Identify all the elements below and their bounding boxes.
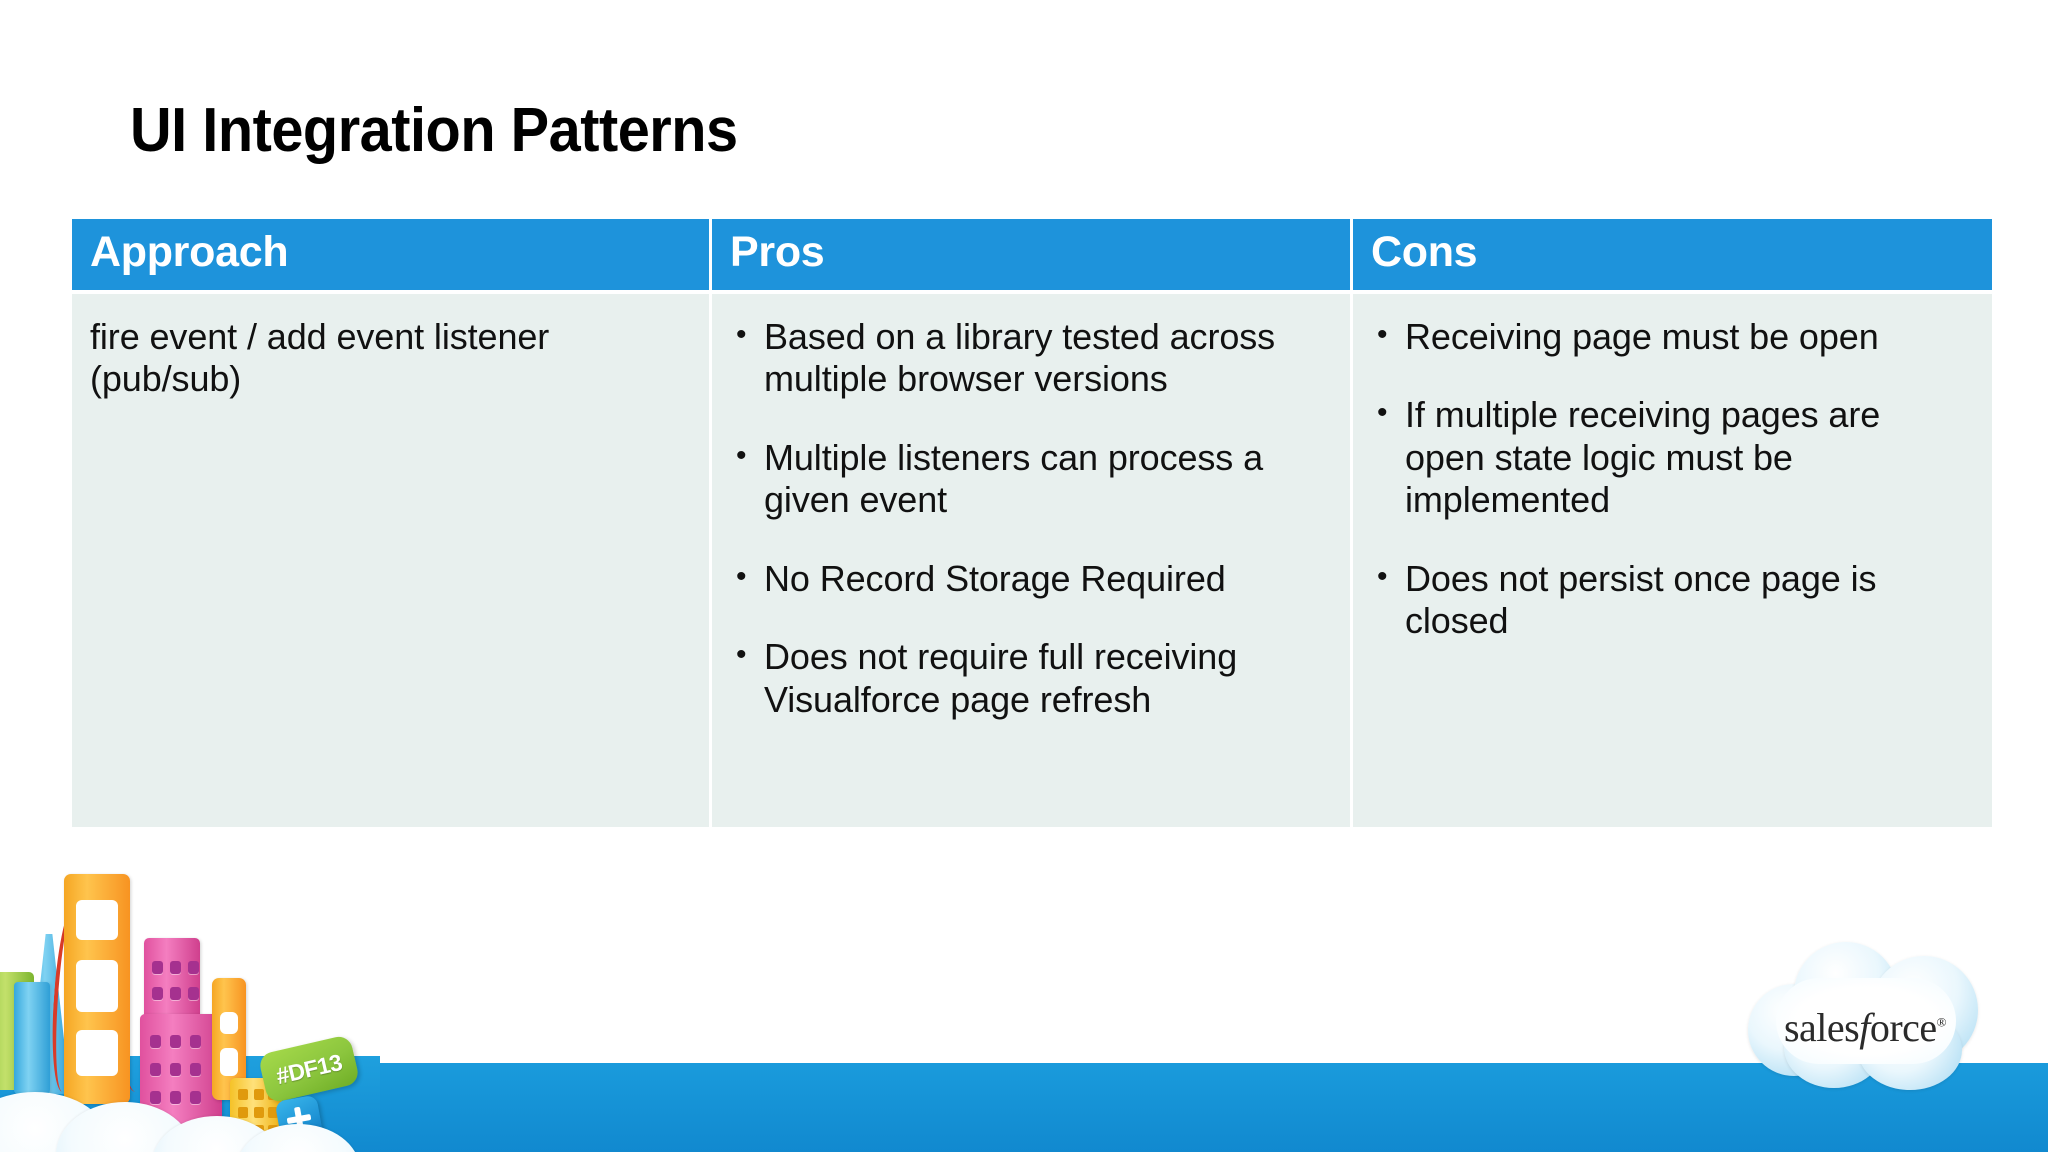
salesforce-logo: salesforce® (1740, 926, 1990, 1096)
tower-window-top (76, 900, 118, 940)
pink-window (190, 1063, 201, 1076)
pink-window (170, 961, 181, 974)
pink-window (170, 1063, 181, 1076)
table-row: fire event / add event listener (pub/sub… (72, 290, 1992, 827)
wordmark-trademark: ® (1936, 1014, 1947, 1030)
tower-small-window (220, 1012, 238, 1034)
cloud-core (1776, 978, 1956, 1064)
wordmark-part1: sales (1783, 1005, 1860, 1050)
blue-tower-base (14, 982, 50, 1094)
dreamforce-city-illustration: #DF13 (0, 842, 380, 1152)
list-item: Does not persist once page is closed (1371, 557, 1966, 643)
list-item: If multiple receiving pages are open sta… (1371, 393, 1966, 521)
column-header-pros: Pros (712, 219, 1353, 290)
pink-window (152, 961, 163, 974)
approach-text: fire event / add event listener (pub/sub… (90, 316, 550, 400)
column-header-approach: Approach (72, 219, 712, 290)
cell-pros: Based on a library tested across multipl… (712, 290, 1353, 827)
list-item: No Record Storage Required (730, 557, 1324, 600)
pink-window (170, 1091, 181, 1104)
tower-window-mid (76, 960, 118, 1012)
df13-label: #DF13 (273, 1048, 345, 1089)
page-title: UI Integration Patterns (130, 96, 738, 165)
pink-window (188, 961, 199, 974)
table-header-row: Approach Pros Cons (72, 219, 1992, 290)
cell-approach: fire event / add event listener (pub/sub… (72, 290, 712, 827)
yellow-window (254, 1089, 264, 1100)
list-item: Receiving page must be open (1371, 315, 1966, 358)
yellow-window (238, 1107, 248, 1118)
pink-window (152, 987, 163, 1000)
pink-window (190, 1035, 201, 1048)
pink-window (188, 987, 199, 1000)
list-item: Does not require full receiving Visualfo… (730, 635, 1324, 721)
pink-window (170, 987, 181, 1000)
yellow-window (268, 1107, 278, 1118)
pink-window (150, 1035, 161, 1048)
comparison-table: Approach Pros Cons fire event / add even… (72, 219, 1992, 827)
tower-small-window-low (220, 1048, 238, 1076)
pink-window (190, 1091, 201, 1104)
salesforce-wordmark: salesforce® (1740, 1004, 1990, 1051)
wordmark-part2: orce (1869, 1005, 1937, 1050)
list-item: Multiple listeners can process a given e… (730, 436, 1324, 522)
list-item: Based on a library tested across multipl… (730, 315, 1324, 401)
pink-window (150, 1063, 161, 1076)
column-header-cons: Cons (1353, 219, 1992, 290)
yellow-window (254, 1107, 264, 1118)
cell-cons: Receiving page must be open If multiple … (1353, 290, 1992, 827)
yellow-window (238, 1089, 248, 1100)
pink-window (150, 1091, 161, 1104)
cons-list: Receiving page must be open If multiple … (1371, 315, 1966, 643)
pros-list: Based on a library tested across multipl… (730, 315, 1324, 721)
tower-window-low (76, 1030, 118, 1076)
wordmark-italic-f: f (1859, 1005, 1870, 1050)
pink-window (170, 1035, 181, 1048)
